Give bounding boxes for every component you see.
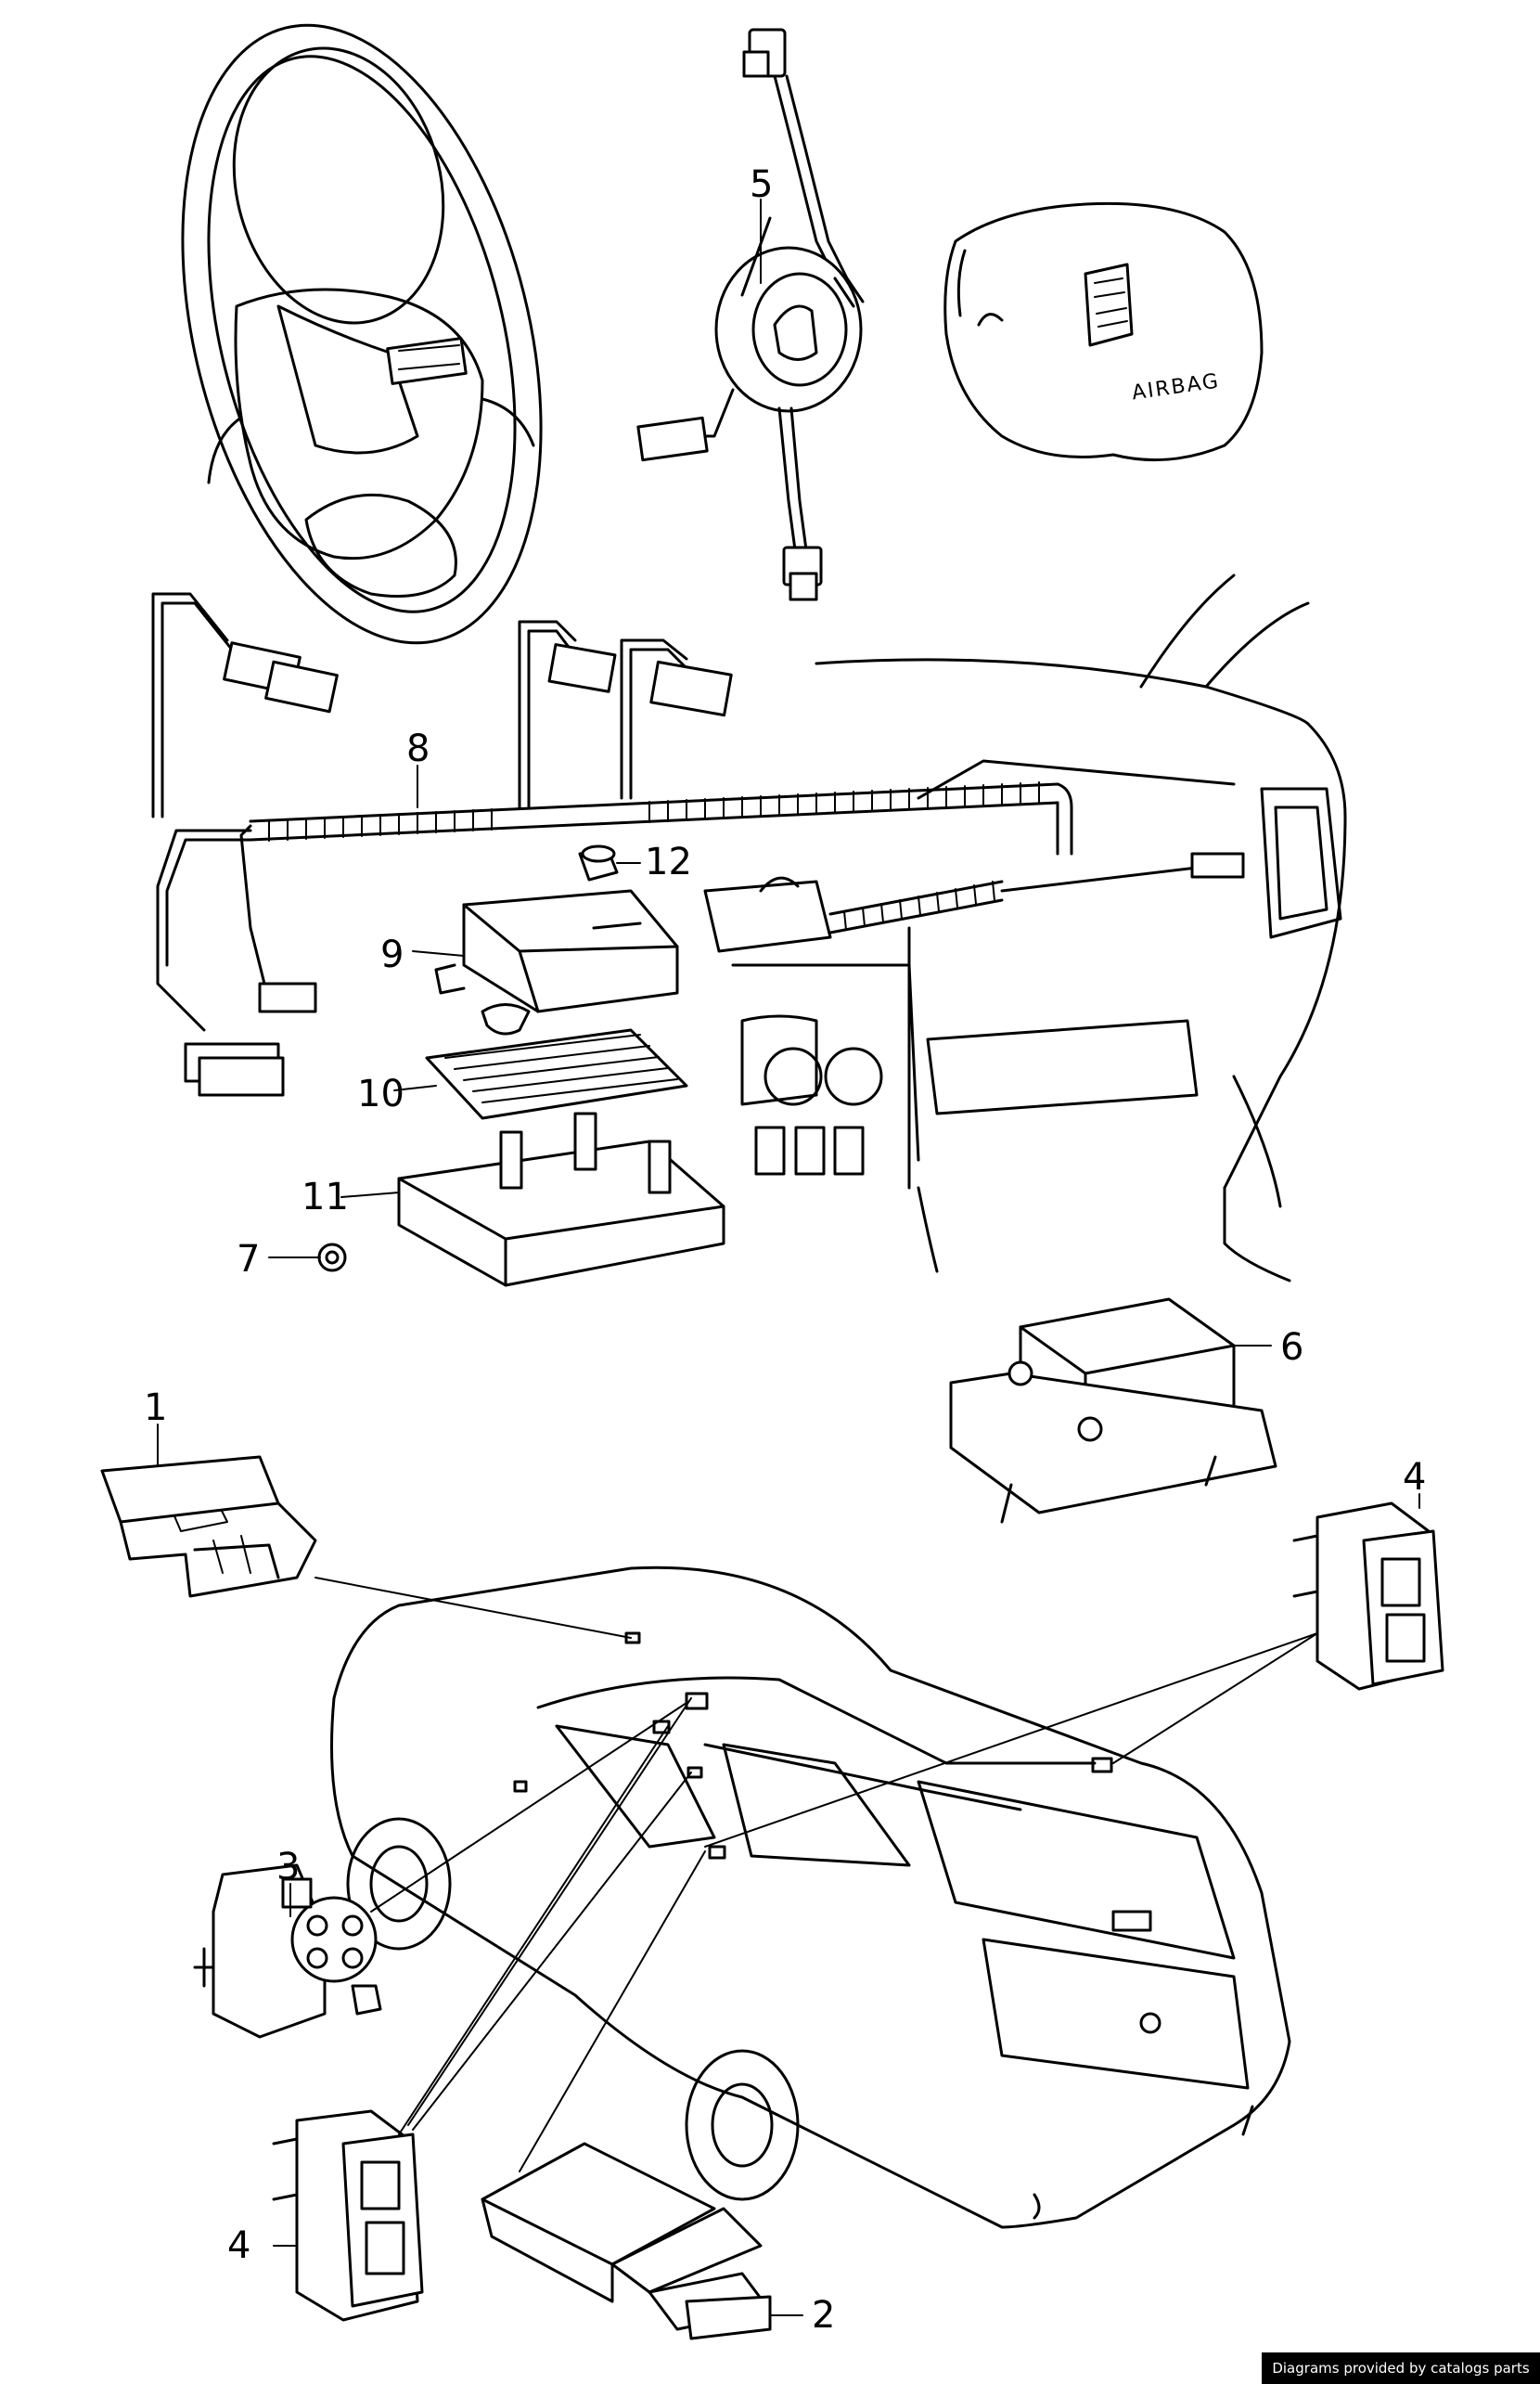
clock-spring <box>636 28 865 601</box>
callout-4-right: 4 <box>1403 1456 1426 1499</box>
dashboard <box>731 573 1347 1282</box>
callout-1: 1 <box>144 1386 167 1429</box>
airbag-cover: AIRBAG <box>943 201 1264 462</box>
control-unit-alt <box>949 1297 1277 1524</box>
switch-unit-4-right <box>1292 1501 1444 1691</box>
nut <box>578 844 619 882</box>
callout-6: 6 <box>1280 1326 1303 1369</box>
callout-2: 2 <box>812 2294 835 2337</box>
wiring-harness <box>151 592 1073 1097</box>
washer <box>317 1243 347 1272</box>
seat-occupancy-sensor <box>481 2142 772 2340</box>
callout-3: 3 <box>276 1846 300 1888</box>
callout-5: 5 <box>750 163 773 206</box>
bracket <box>397 1112 725 1287</box>
seat-belt-sensor <box>100 1455 317 1598</box>
callout-7: 7 <box>237 1238 260 1281</box>
switch-unit-3 <box>193 1863 382 2039</box>
callout-8: 8 <box>406 728 430 770</box>
callout-labels: 5 8 12 9 10 11 7 6 1 4 3 4 2 <box>144 163 1426 2337</box>
airbag-control-unit <box>434 889 679 1036</box>
callout-12: 12 <box>645 841 692 883</box>
mounting-plate <box>425 1028 688 1120</box>
switch-unit-4-left <box>272 2109 424 2322</box>
leader-lines <box>157 199 1420 2316</box>
callout-11: 11 <box>302 1176 349 1218</box>
car <box>166 1493 1291 2229</box>
callout-10: 10 <box>357 1073 404 1115</box>
steering-wheel <box>181 23 543 645</box>
callout-9: 9 <box>380 934 404 976</box>
callout-4-left: 4 <box>227 2224 250 2267</box>
footer-credit: Diagrams provided by catalogs parts <box>1262 2352 1540 2384</box>
dash-connector <box>703 852 1245 953</box>
